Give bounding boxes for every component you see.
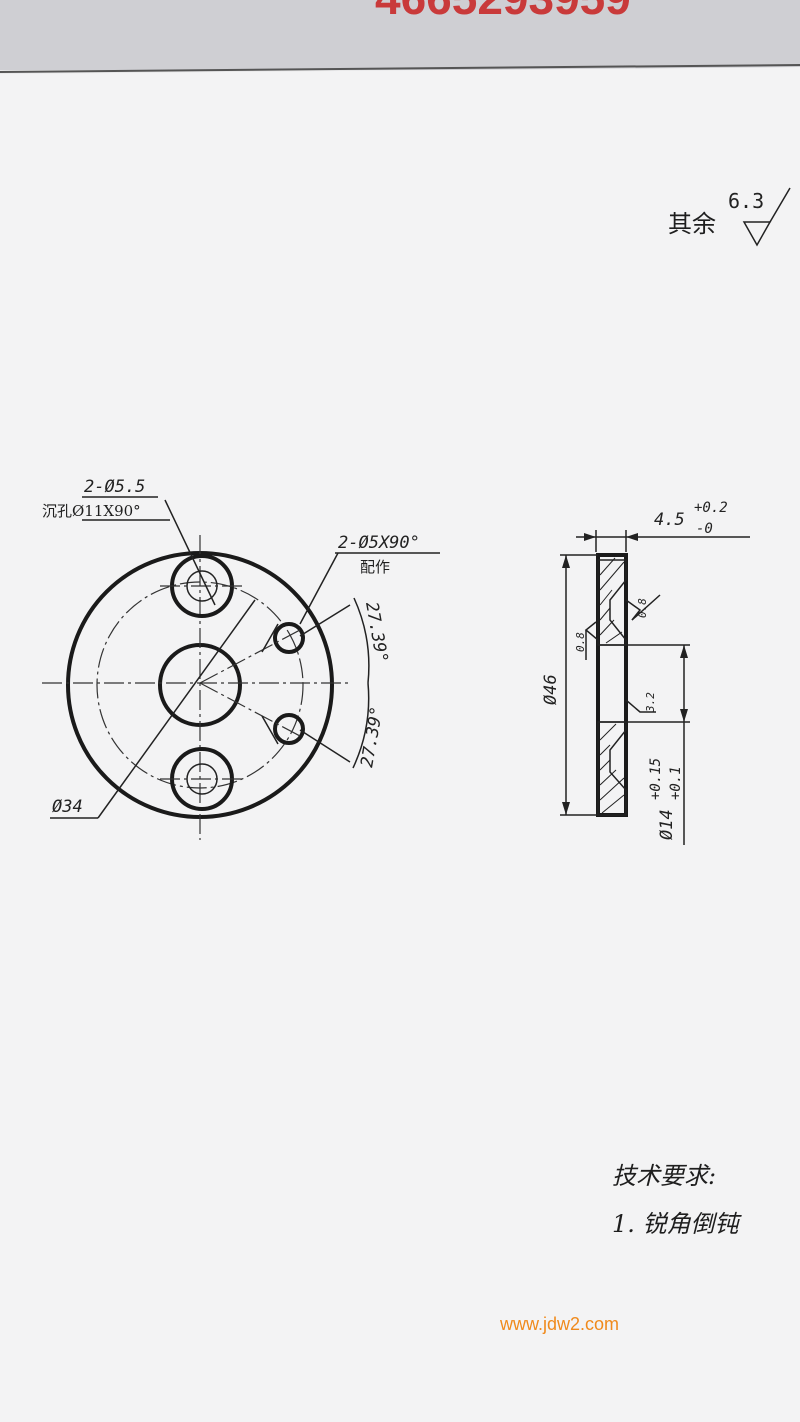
roughness-3-mark bbox=[625, 699, 656, 713]
angle-ext-lower bbox=[299, 729, 351, 763]
radial-line-upper bbox=[199, 629, 301, 684]
roughness-tail bbox=[769, 187, 791, 223]
bore-tol-lower: +0.1 bbox=[668, 766, 684, 800]
watermark-text: www.jdw2.com bbox=[499, 1314, 619, 1334]
angle-arc-lower bbox=[352, 682, 370, 769]
technical-requirements: 技术要求: 1. 锐角倒钝 bbox=[612, 1162, 743, 1238]
bore-arrow-top bbox=[680, 645, 688, 658]
roughness-1-tail bbox=[631, 594, 661, 621]
bore-tol-upper: +0.15 bbox=[648, 758, 664, 800]
side-view: Ø46 4.5 +0.2 -0 Ø14 +0.15 +0.1 0.8 0.8 bbox=[541, 500, 750, 845]
angle-ext-upper bbox=[299, 604, 351, 637]
hole-upper-axis bbox=[261, 623, 279, 653]
roughness-2-label: 0.8 bbox=[574, 632, 587, 652]
counterbore-spec-label: 沉孔Ø11X90° bbox=[42, 502, 141, 520]
thickness-tol-lower: -0 bbox=[696, 521, 713, 537]
roughness-symbol-1: 0.8 bbox=[625, 594, 661, 621]
bore-diameter-label: Ø14 bbox=[657, 809, 677, 840]
roughness-symbol-3: 3.2 bbox=[625, 692, 657, 713]
leader-mate-line bbox=[299, 552, 339, 625]
section-upper bbox=[597, 559, 627, 646]
mating-hole-upper bbox=[273, 622, 305, 654]
tech-req-item-1: 1. 锐角倒钝 bbox=[612, 1210, 743, 1238]
roughness-triangle-icon bbox=[742, 221, 772, 247]
paper-main bbox=[0, 67, 800, 1422]
bolt-circle-label: Ø34 bbox=[52, 797, 83, 817]
roughness-3-label: 3.2 bbox=[644, 692, 657, 713]
th-arrow-left bbox=[584, 533, 596, 541]
surface-finish-label: 其余 bbox=[668, 210, 716, 238]
angle-arc-upper bbox=[353, 597, 370, 684]
od-arrow-top bbox=[562, 555, 570, 568]
od-arrow-bottom bbox=[562, 802, 570, 815]
paper-top-edge bbox=[0, 64, 800, 73]
leader-cb-line bbox=[164, 499, 216, 606]
radial-line-lower bbox=[199, 682, 301, 737]
hatch-lower bbox=[599, 723, 625, 814]
hatch-upper bbox=[599, 557, 625, 644]
counterbore-holes-label: 2-Ø5.5 bbox=[84, 477, 145, 497]
surface-finish-value: 6.3 bbox=[728, 189, 764, 213]
header-partial-number: 4665293959 bbox=[375, 0, 631, 24]
leader-bolt-line bbox=[97, 599, 256, 819]
mating-note-label: 配作 bbox=[360, 558, 390, 576]
mating-holes-label: 2-Ø5X90° bbox=[338, 533, 420, 553]
roughness-symbol-2: 0.8 bbox=[574, 621, 599, 660]
th-arrow-right bbox=[626, 533, 638, 541]
thickness-label: 4.5 bbox=[654, 510, 685, 530]
background-paper-strip bbox=[0, 0, 800, 70]
roughness-1-label: 0.8 bbox=[636, 598, 649, 618]
thickness-tol-upper: +0.2 bbox=[694, 500, 728, 516]
section-lower bbox=[597, 721, 627, 816]
mating-hole-lower bbox=[273, 713, 305, 745]
hole-lower-axis bbox=[261, 715, 279, 745]
bore-arrow-bottom bbox=[680, 709, 688, 722]
surface-finish-symbol: 其余 6.3 bbox=[668, 187, 791, 247]
tech-req-title: 技术要求: bbox=[612, 1162, 716, 1190]
outer-diameter-label: Ø46 bbox=[541, 674, 561, 705]
